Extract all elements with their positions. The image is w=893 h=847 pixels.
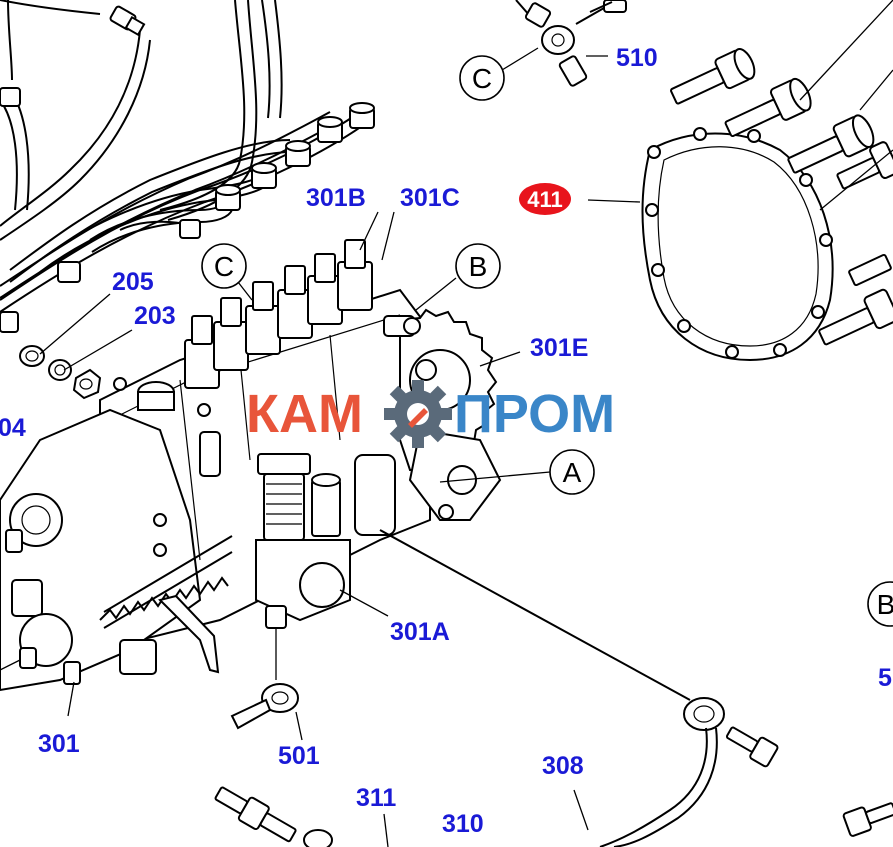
label-301e: 301E (530, 334, 588, 362)
callout-a-right-text: A (563, 457, 582, 488)
label-301a: 301A (390, 618, 450, 646)
label-301: 301 (38, 730, 80, 758)
callout-b-edge-text: B (877, 589, 893, 620)
gasket-411 (641, 127, 834, 362)
bolt-lower-right (725, 726, 893, 837)
label-04: 04 (0, 414, 26, 442)
callout-b-edge: B (867, 581, 893, 627)
leader-lines (0, 47, 641, 847)
label-308: 308 (542, 752, 584, 780)
callout-c-mid-text: C (214, 251, 234, 282)
callout-b-mid-text: B (469, 251, 488, 282)
callout-c-mid: C (201, 243, 247, 289)
label-301c: 301C (400, 184, 460, 212)
watermark-right-text: ПРОМ (454, 384, 615, 444)
callout-c-top: C (459, 55, 505, 101)
oil-pipe-308 (379, 529, 725, 847)
gear-icon (384, 380, 452, 448)
label-301b: 301B (306, 184, 366, 212)
fuel-injection-lines (0, 0, 375, 333)
label-311: 311 (356, 784, 396, 812)
label-5: 5 (878, 664, 892, 692)
part-labels: 510 411 301B 301C 205 203 04 301E 301A 3… (0, 44, 892, 838)
watermark-logo: КАМ ПРОМ (246, 380, 615, 448)
washers-and-nut (19, 345, 102, 400)
callout-a-right: A (549, 449, 595, 495)
label-501: 501 (278, 742, 320, 770)
label-510: 510 (616, 44, 658, 72)
label-411-highlight: 411 (519, 183, 571, 215)
callout-b-mid: B (455, 243, 501, 289)
label-411: 411 (527, 187, 563, 212)
banjo-fitting-501 (230, 628, 299, 730)
watermark-left-text: КАМ (246, 384, 363, 444)
label-205: 205 (112, 268, 154, 296)
gasket-bolts (670, 0, 893, 346)
injection-pump (0, 239, 502, 692)
callout-c-top-text: C (472, 63, 492, 94)
banjo-fitting-510 (515, 0, 627, 87)
stud-311 (214, 786, 333, 847)
label-203: 203 (134, 302, 176, 330)
label-310: 310 (442, 810, 484, 838)
